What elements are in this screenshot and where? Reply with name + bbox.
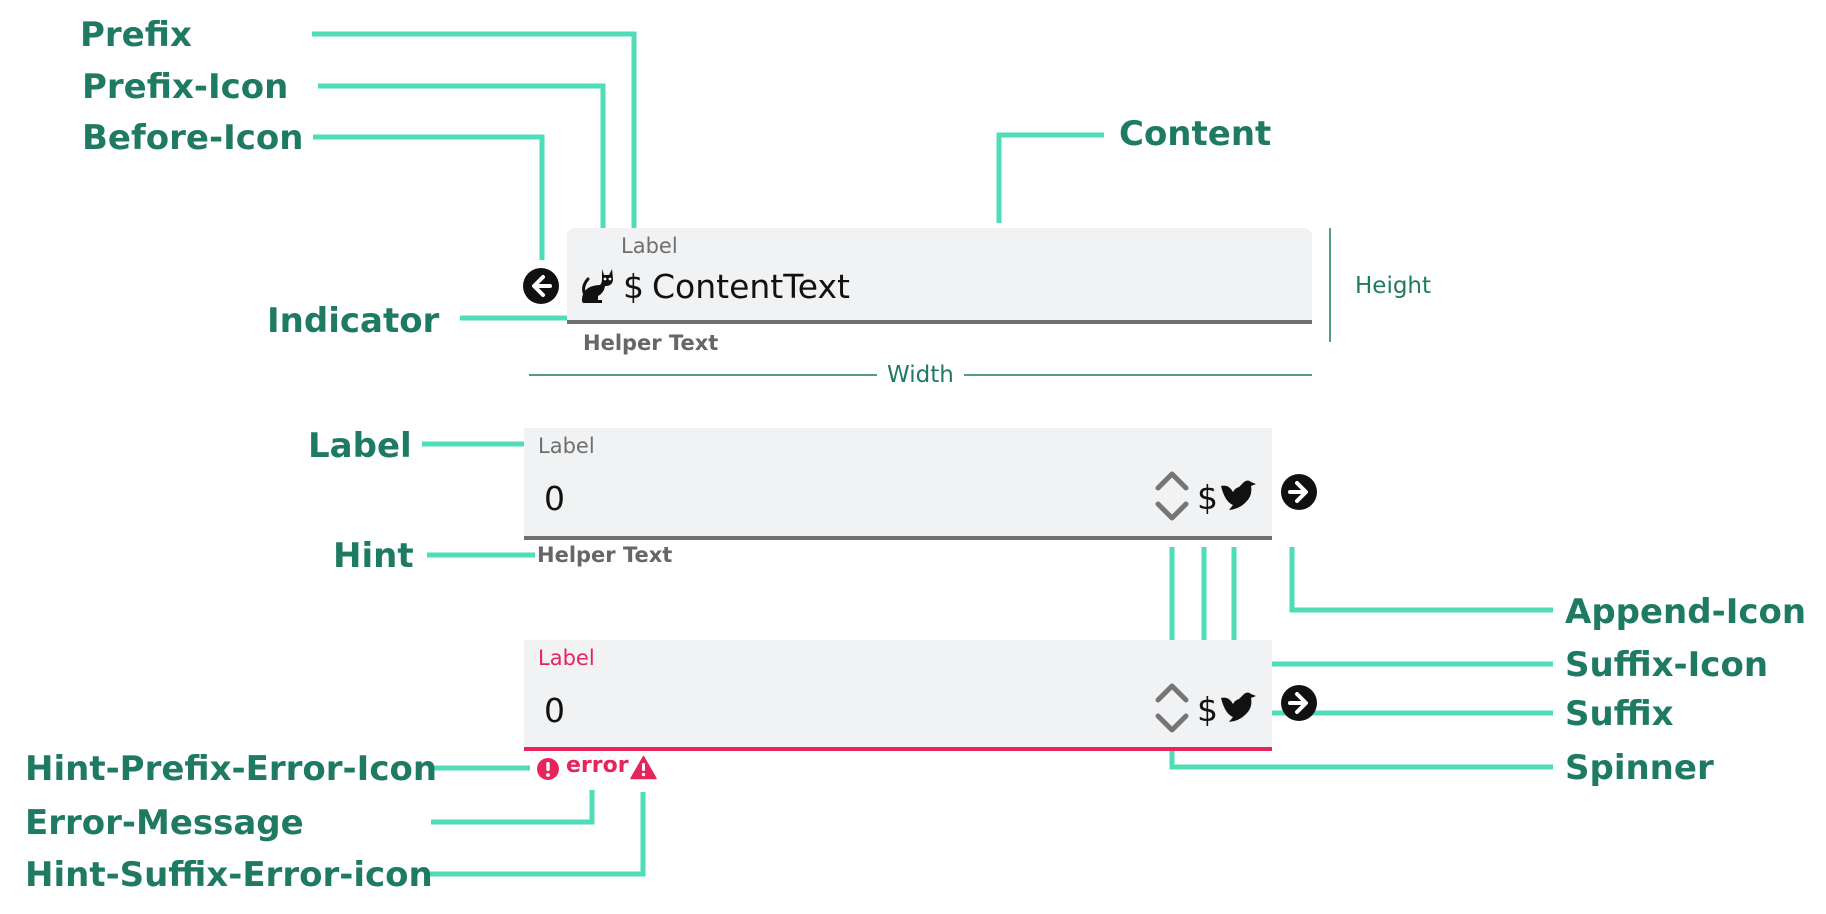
arrow-left-circle-icon[interactable] [522, 267, 560, 305]
text-field-content[interactable]: Label $ ContentText [567, 228, 1312, 324]
arrow-right-circle-icon[interactable] [1280, 473, 1318, 511]
number-value[interactable]: 0 [544, 691, 565, 730]
spinner-chevrons-icon[interactable] [1154, 466, 1190, 526]
callout-label: Label [308, 426, 412, 466]
height-dimension-label: Height [1355, 273, 1432, 299]
leader-content [996, 132, 1104, 223]
width-dimension-label: Width [877, 364, 964, 387]
number-field[interactable]: Label 0 $ [524, 428, 1272, 540]
callout-append-icon: Append-Icon [1565, 592, 1807, 632]
helper-text: Helper Text [583, 331, 719, 355]
callout-suffix-icon: Suffix-Icon [1565, 645, 1769, 685]
suffix-text: $ [1197, 690, 1218, 729]
field-indicator-error [524, 747, 1272, 751]
spinner-chevrons-icon[interactable] [1154, 678, 1190, 738]
leader-error-message [431, 790, 595, 825]
content-text[interactable]: ContentText [652, 267, 850, 306]
callout-before-icon: Before-Icon [82, 118, 304, 158]
number-value[interactable]: 0 [544, 479, 565, 518]
callout-indicator: Indicator [267, 301, 440, 341]
callout-spinner: Spinner [1565, 748, 1714, 788]
leader-prefix [312, 31, 637, 232]
warning-triangle-icon [630, 755, 657, 780]
callout-hint: Hint [333, 536, 414, 576]
leader-append-icon [1289, 547, 1553, 613]
field-label: Label [621, 234, 678, 258]
suffix-text: $ [1197, 478, 1218, 517]
helper-text: Helper Text [537, 543, 673, 567]
error-circle-icon [537, 758, 559, 780]
error-message: error [566, 753, 629, 778]
field-indicator [524, 536, 1272, 540]
callout-prefix: Prefix [80, 15, 192, 55]
callout-suffix: Suffix [1565, 694, 1674, 734]
callout-prefix-icon: Prefix-Icon [82, 67, 289, 107]
number-field-error[interactable]: Label 0 $ [524, 640, 1272, 751]
arrow-right-circle-icon[interactable] [1280, 684, 1318, 722]
leader-suffix-icon [1231, 547, 1553, 667]
field-label: Label [538, 434, 595, 458]
cat-icon [582, 269, 613, 303]
callout-hint-prefix-error-icon: Hint-Prefix-Error-Icon [25, 749, 438, 789]
callout-error-message: Error-Message [25, 803, 304, 843]
leader-spinner [1169, 547, 1553, 770]
bird-icon [1221, 480, 1256, 510]
callout-hint-suffix-error-icon: Hint-Suffix-Error-icon [25, 855, 433, 895]
field-indicator [567, 320, 1312, 324]
bird-icon [1221, 692, 1256, 722]
leader-hint-suffix-error [430, 792, 646, 877]
prefix-text: $ [623, 267, 644, 306]
leader-prefix-icon [318, 83, 606, 258]
callout-content: Content [1119, 114, 1272, 154]
leader-before-icon [313, 134, 545, 260]
field-label-error: Label [538, 646, 595, 670]
